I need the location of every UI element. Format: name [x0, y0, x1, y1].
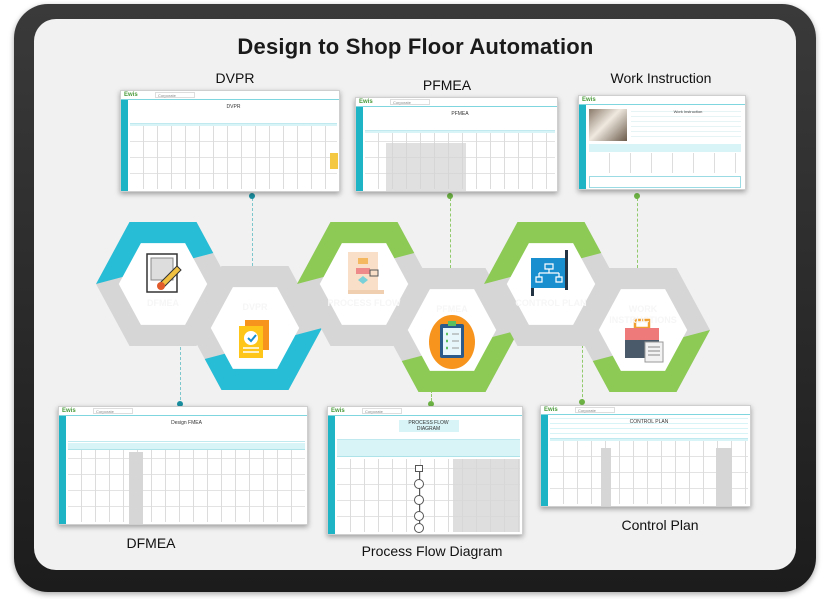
hexagon-label: PFMEA	[436, 304, 468, 314]
corporate-select: Corporate	[575, 407, 615, 413]
screenshot-title: CONTROL PLAN	[629, 419, 669, 425]
connector-process-flow	[431, 390, 432, 405]
connector-dfmea	[180, 347, 181, 405]
screenshot-title: PFMEA	[451, 111, 469, 117]
connector-control-plan	[582, 345, 583, 402]
screenshot-process-flow: Ewis Corporate PROCESS FLOW DIAGRAM	[327, 406, 523, 535]
connector-dot-dfmea	[177, 401, 183, 407]
hexagon-label: DVPR	[242, 302, 268, 312]
caption-work-instruction: Work Instruction	[610, 70, 712, 86]
hexagon-label: PROCESS FLOW	[327, 298, 401, 308]
app-logo: Ewis	[582, 97, 596, 103]
screenshot-title: DVPR	[226, 104, 241, 110]
app-sidebar	[541, 415, 548, 506]
app-sidebar	[356, 107, 363, 191]
screenshot-dvpr: Ewis Corporate DVPR	[120, 90, 340, 192]
app-sidebar	[579, 105, 586, 189]
connector-dvpr	[252, 198, 253, 266]
briefcase-document-icon	[625, 318, 664, 363]
app-sidebar	[121, 100, 128, 191]
connector-dot-pfmea	[447, 193, 453, 199]
screenshot-title: Design FMEA	[171, 420, 202, 426]
screenshot-title: Work Instruction	[673, 109, 703, 114]
hexagon-label: CONTROL PLAN	[515, 298, 587, 308]
corporate-select: Corporate	[93, 408, 133, 414]
org-chart-board-icon	[531, 250, 568, 296]
blueprint-pencil-icon	[146, 253, 182, 293]
data-table	[68, 450, 305, 522]
clipboard-checklist-icon	[429, 315, 475, 369]
work-instruction-photo	[589, 109, 627, 141]
caption-dvpr: DVPR	[215, 70, 255, 86]
connector-pfmea	[450, 198, 451, 268]
corporate-select: Corporate	[155, 92, 195, 98]
corporate-select: Corporate	[362, 408, 402, 414]
caption-pfmea: PFMEA	[422, 77, 472, 93]
app-logo: Ewis	[124, 92, 138, 98]
flowchart-icon	[348, 252, 384, 294]
screenshot-control-plan: Ewis Corporate CONTROL PLAN	[540, 405, 751, 507]
app-sidebar	[59, 416, 66, 524]
app-logo: Ewis	[359, 99, 373, 105]
corporate-select: Corporate	[390, 99, 430, 105]
hexagon-label: DFMEA	[147, 298, 179, 308]
app-logo: Ewis	[62, 408, 76, 414]
connector-work-instruction	[637, 198, 638, 268]
caption-dfmea: DFMEA	[126, 535, 176, 551]
page-title: Design to Shop Floor Automation	[237, 34, 594, 59]
caption-process-flow: Process Flow Diagram	[361, 543, 503, 559]
connector-dot-control-plan	[579, 399, 585, 405]
screenshot-title: PROCESS FLOW DIAGRAM	[398, 420, 459, 432]
screenshot-dfmea: Ewis Corporate Design FMEA	[58, 406, 308, 525]
data-table	[130, 126, 337, 189]
connector-dot-dvpr	[249, 193, 255, 199]
data-table	[550, 441, 748, 504]
screenshot-pfmea: Ewis Corporate PFMEA	[355, 97, 558, 192]
hexagon-label: WORK INSTRUCTIONS	[609, 304, 677, 325]
app-sidebar	[328, 416, 335, 534]
app-logo: Ewis	[331, 408, 345, 414]
connector-dot-work-instruction	[634, 193, 640, 199]
document-check-icon	[239, 320, 269, 358]
caption-control-plan: Control Plan	[621, 517, 699, 533]
connector-dot-process-flow	[428, 401, 434, 407]
app-logo: Ewis	[544, 407, 558, 413]
screenshot-work-instruction: Ewis Work Instruction	[578, 95, 746, 190]
